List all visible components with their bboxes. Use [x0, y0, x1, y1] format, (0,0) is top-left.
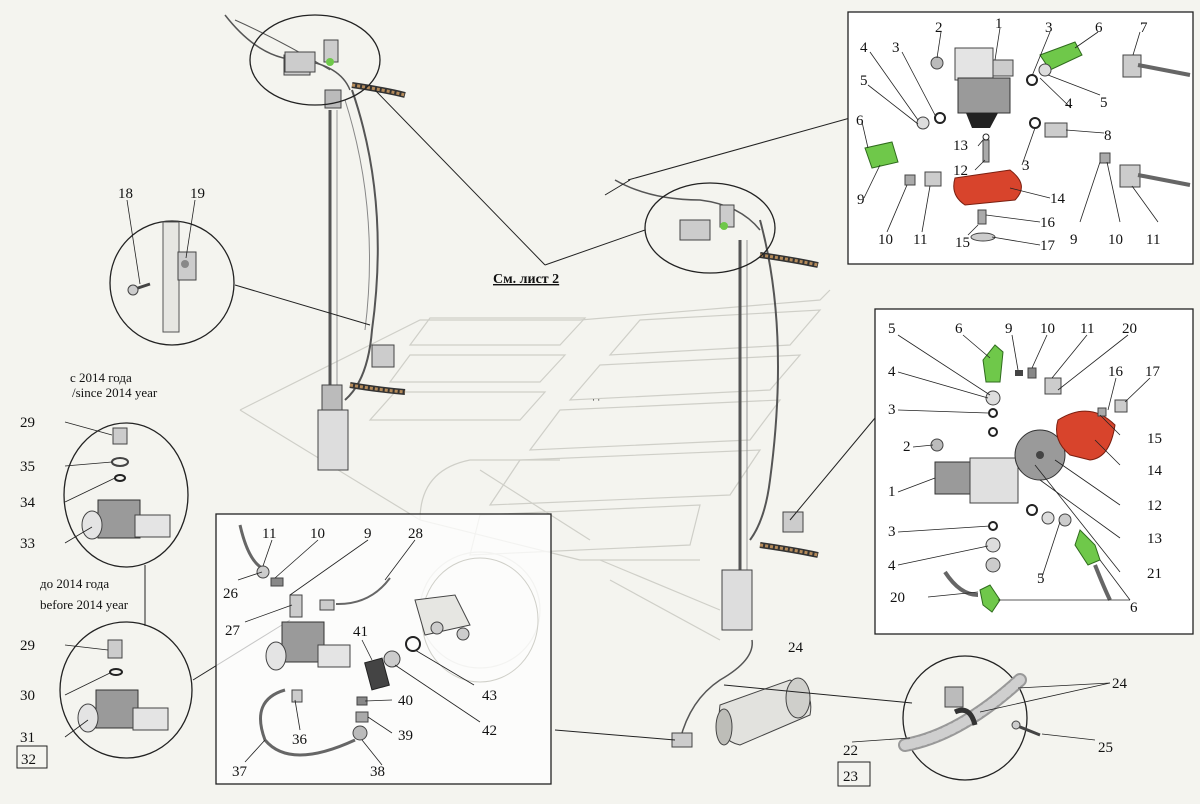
callout-m13: 13: [1147, 531, 1162, 547]
callout-10a: 10: [878, 232, 893, 248]
callout-m1: 1: [888, 484, 896, 500]
callout-m17: 17: [1145, 364, 1161, 380]
callout-16: 16: [1040, 215, 1056, 231]
callout-15: 15: [955, 235, 970, 251]
inset-top-right: 1 2 3 3 3 4 4 5 5 6 6 7 8 9 9 10 10 11 1…: [847, 11, 1194, 265]
callout-m15: 15: [1147, 431, 1162, 447]
before-2014-label: до 2014 года: [40, 576, 109, 591]
callout-24a: 24: [788, 640, 804, 656]
callout-13: 13: [953, 138, 968, 154]
callout-30: 30: [20, 688, 35, 704]
callout-34: 34: [20, 495, 36, 511]
inset-bottom-center: 11 10 9 28 26 27 41 43 42 40 39 36 37 38: [215, 513, 552, 785]
callout-m21: 21: [1147, 566, 1162, 582]
detail-circle-right: [644, 182, 776, 274]
callout-25: 25: [1098, 740, 1113, 756]
left-pipe-assembly: [224, 14, 406, 471]
callout-m20b: 20: [890, 590, 905, 606]
detail-circle-18-19: [109, 220, 235, 346]
callout-b36: 36: [292, 732, 308, 748]
callout-5a: 5: [860, 73, 868, 89]
callout-m6b: 6: [1130, 600, 1138, 616]
callout-m4a: 4: [888, 364, 896, 380]
callout-10b: 10: [1108, 232, 1123, 248]
callout-3a: 3: [892, 40, 900, 56]
callout-b9: 9: [364, 526, 372, 542]
center-dots: · ·: [592, 395, 600, 405]
since-2014-label-en: /since 2014 year: [72, 385, 158, 400]
callout-4a: 4: [860, 40, 868, 56]
callout-m5a: 5: [888, 321, 896, 337]
callout-9b: 9: [1070, 232, 1078, 248]
since-2014-label: с 2014 года: [70, 370, 132, 385]
callout-m5b: 5: [1037, 571, 1045, 587]
detail-circle-clamp: [902, 655, 1028, 781]
callout-8: 8: [1104, 128, 1112, 144]
callout-35: 35: [20, 459, 35, 475]
callout-11a: 11: [913, 232, 927, 248]
callout-m14: 14: [1147, 463, 1163, 479]
callout-3c: 3: [1022, 158, 1030, 174]
callout-m10: 10: [1040, 321, 1055, 337]
callout-m16: 16: [1108, 364, 1124, 380]
callout-9a: 9: [857, 192, 865, 208]
detail-oval-before-2014: [59, 621, 193, 759]
callout-24b: 24: [1112, 676, 1128, 692]
callout-b10: 10: [310, 526, 325, 542]
callout-14: 14: [1050, 191, 1066, 207]
callout-m9: 9: [1005, 321, 1013, 337]
right-pipe-assembly: [614, 179, 819, 741]
detail-oval-since-2014: [63, 422, 189, 568]
callout-6b: 6: [856, 113, 864, 129]
callout-33: 33: [20, 536, 35, 552]
callout-22: 22: [843, 743, 858, 759]
callout-m11: 11: [1080, 321, 1094, 337]
callout-4b: 4: [1065, 96, 1073, 112]
callout-1: 1: [995, 16, 1003, 32]
reference-sheet-2: См. лист 2: [493, 272, 559, 287]
callout-b38: 38: [370, 764, 385, 780]
inset-mid-right: 5 6 9 10 11 20 16 17 4 3 15 14 2 12 1 13…: [874, 308, 1194, 635]
left-panel: 18 19 с 2014 года /since 2014 year 29 35…: [16, 186, 235, 769]
detail-circle-left: [249, 14, 381, 106]
callout-7: 7: [1140, 20, 1148, 36]
callout-12: 12: [953, 163, 968, 179]
bottom-right-detail: 24 24 25 22 23: [788, 640, 1128, 787]
callout-29b: 29: [20, 638, 35, 654]
callout-b11: 11: [262, 526, 276, 542]
callout-m4b: 4: [888, 558, 896, 574]
before-2014-label-en: before 2014 year: [40, 597, 129, 612]
callout-2: 2: [935, 20, 943, 36]
callout-b41: 41: [353, 624, 368, 640]
callout-5b: 5: [1100, 95, 1108, 111]
callout-m20a: 20: [1122, 321, 1137, 337]
callout-b28: 28: [408, 526, 423, 542]
callout-19: 19: [190, 186, 205, 202]
callout-31: 31: [20, 730, 35, 746]
callout-b40: 40: [398, 693, 413, 709]
callout-23: 23: [843, 769, 858, 785]
callout-17: 17: [1040, 238, 1056, 254]
callout-m2: 2: [903, 439, 911, 455]
callout-b27: 27: [225, 623, 241, 639]
callout-m3b: 3: [888, 524, 896, 540]
leader-lines: [144, 89, 913, 741]
callout-29a: 29: [20, 415, 35, 431]
callout-11b: 11: [1146, 232, 1160, 248]
air-receiver-tank: [671, 677, 812, 748]
callout-6a: 6: [1095, 20, 1103, 36]
callout-b37: 37: [232, 764, 248, 780]
callout-m3a: 3: [888, 402, 896, 418]
callout-b26: 26: [223, 586, 239, 602]
callout-m6a: 6: [955, 321, 963, 337]
callout-m12: 12: [1147, 498, 1162, 514]
callout-b42: 42: [482, 723, 497, 739]
callout-3b: 3: [1045, 20, 1053, 36]
callout-18: 18: [118, 186, 133, 202]
callout-b39: 39: [398, 728, 413, 744]
callout-b43: 43: [482, 688, 497, 704]
callout-32: 32: [21, 752, 36, 768]
